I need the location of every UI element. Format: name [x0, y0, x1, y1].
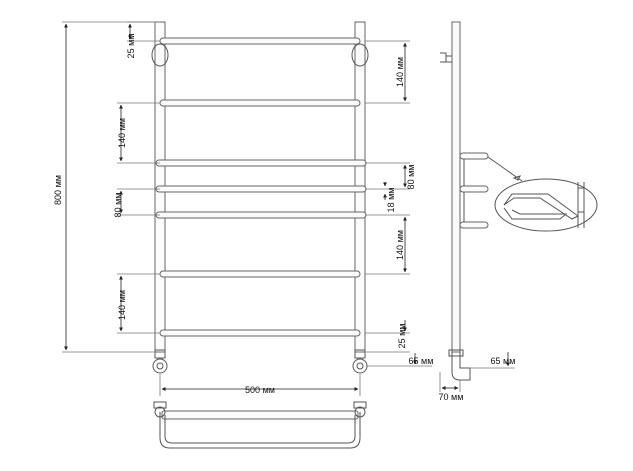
right-top-mount: [351, 43, 369, 67]
left-dim-2: 140 мм: [117, 118, 127, 148]
height-label: 800 мм: [53, 175, 63, 205]
bottom-offset-label: 65 мм: [409, 356, 434, 366]
height-dimension: 800 мм: [53, 21, 155, 353]
side-wall-bracket: [440, 52, 452, 63]
rung-7: [159, 329, 361, 337]
rung-4: [155, 185, 367, 193]
left-dim-3: 80 мм: [113, 193, 123, 218]
front-view: [151, 21, 369, 374]
left-dim-4: 140 мм: [117, 290, 127, 320]
rung-1: [159, 37, 361, 45]
side-depth-label: 65 мм: [491, 356, 516, 366]
right-dim-3: 18 мм: [386, 188, 396, 213]
rung-5: [155, 211, 367, 219]
top-view-loop: [159, 412, 361, 449]
side-rung-2: [459, 185, 489, 193]
right-dimensions: 140 мм 80 мм 18 мм 140 мм 25 мм 65 мм: [365, 40, 434, 367]
width-dimension: 500 мм: [159, 374, 361, 396]
right-dim-4: 140 мм: [395, 230, 405, 260]
top-view-right-mount: [353, 401, 367, 409]
rung-6: [159, 270, 361, 278]
rung-3: [155, 159, 367, 167]
detail-bracket-icon: [503, 182, 585, 228]
right-inlet-icon: [352, 358, 368, 374]
left-dimensions: 25 мм 140 мм 80 мм 140 мм: [113, 21, 160, 334]
detail-callout: [487, 156, 598, 232]
top-view-front-bar: [161, 410, 359, 420]
rungs: [155, 37, 367, 337]
right-dim-1: 140 мм: [395, 57, 405, 87]
right-connector: [354, 349, 366, 359]
left-dim-1: 25 мм: [126, 34, 136, 59]
left-inlet-icon: [152, 358, 168, 374]
side-post: [451, 21, 461, 353]
width-label: 500 мм: [245, 385, 275, 395]
left-top-mount: [151, 43, 169, 67]
detail-ellipse: [494, 178, 598, 232]
side-rung-3: [459, 221, 489, 229]
rung-2: [159, 99, 361, 107]
right-dim-2: 80 мм: [406, 165, 416, 190]
side-width-label: 70 мм: [439, 392, 464, 402]
top-view-left-mount: [153, 401, 167, 409]
right-dim-5: 25 мм: [397, 324, 407, 349]
side-rung-1: [459, 152, 489, 160]
side-bottom-fitting: [451, 352, 471, 381]
side-view: 65 мм 70 мм: [439, 21, 516, 402]
left-connector: [154, 349, 166, 359]
top-view: [153, 401, 367, 449]
